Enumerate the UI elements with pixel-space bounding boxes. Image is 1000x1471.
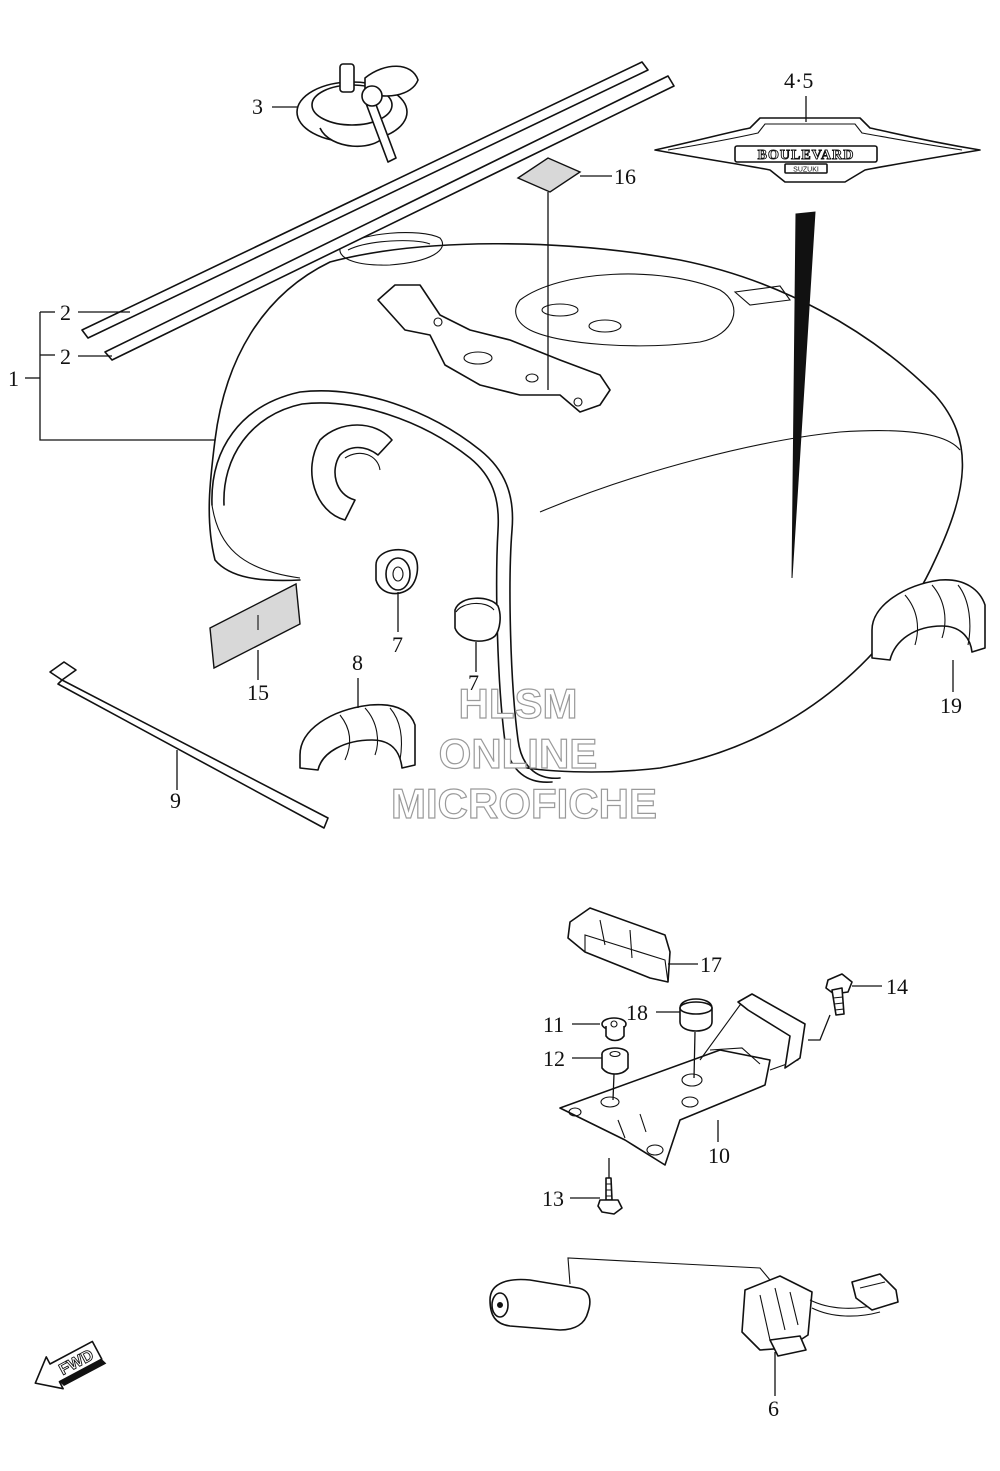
label-part-17: 17: [700, 952, 722, 977]
rubber-cushion-17[interactable]: [567, 907, 671, 983]
bolt-13[interactable]: [597, 1177, 623, 1215]
cable-tie[interactable]: [49, 661, 329, 829]
label-part-8: 8: [352, 650, 363, 675]
leader-lines: [25, 96, 954, 1396]
watermark-line-2: ONLINE: [439, 730, 598, 777]
label-part-15: 15: [247, 680, 269, 705]
label-part-19: 19: [940, 693, 962, 718]
tank-stripe-upper[interactable]: [81, 61, 649, 339]
forward-direction-indicator: FWD: [34, 1340, 107, 1390]
grommet-7b[interactable]: [454, 597, 501, 642]
part-labels: 1 2 2 3 4·5 16 7 7 15 8 9 19 17 14 18 11…: [8, 68, 962, 1421]
emblem-position-indicator: [791, 211, 816, 579]
label-part-11: 11: [543, 1012, 564, 1037]
emblem-maker-text: SUZUKI: [793, 167, 819, 174]
tank-cushion-8[interactable]: [299, 703, 416, 771]
grommet-7a[interactable]: [375, 548, 419, 595]
watermark: HLSM ONLINE MICROFICHE: [390, 679, 657, 827]
collar-11[interactable]: [601, 1017, 627, 1042]
tank-stripe-lower[interactable]: [104, 75, 675, 361]
label-part-2b: 2: [60, 344, 71, 369]
cushion-18[interactable]: [679, 998, 713, 1032]
label-part-6: 6: [768, 1396, 779, 1421]
watermark-line-3: MICROFICHE: [391, 780, 657, 827]
label-part-18: 18: [626, 1000, 648, 1025]
tank-top-bracket[interactable]: [377, 284, 611, 413]
watermark-line-1: HLSM: [459, 680, 578, 727]
emblem-brand-text: BOULEVARD: [758, 148, 855, 163]
tank-cushion-19[interactable]: [871, 579, 986, 661]
label-part-16: 16: [614, 164, 636, 189]
tank-side-rubber-trim[interactable]: [211, 390, 561, 783]
label-part-10: 10: [708, 1143, 730, 1168]
fuel-cap[interactable]: [296, 63, 419, 163]
fuel-level-gauge[interactable]: [489, 1257, 899, 1357]
label-15[interactable]: [209, 582, 301, 670]
bolt-14[interactable]: [825, 973, 853, 1016]
label-part-14: 14: [886, 974, 908, 999]
tank-mount-bracket-10[interactable]: [559, 993, 806, 1166]
label-part-12: 12: [543, 1046, 565, 1071]
label-part-7b: 7: [468, 670, 479, 695]
label-part-13: 13: [542, 1186, 564, 1211]
caution-label-16[interactable]: [516, 157, 582, 193]
grommet-12[interactable]: [601, 1047, 629, 1075]
boulevard-emblem[interactable]: BOULEVARD SUZUKI: [654, 117, 981, 183]
label-part-4-5: 4·5: [784, 68, 813, 93]
fuel-tank[interactable]: [208, 231, 964, 773]
label-part-9: 9: [170, 788, 181, 813]
label-part-1: 1: [8, 366, 19, 391]
label-part-2a: 2: [60, 300, 71, 325]
label-part-7a: 7: [392, 632, 403, 657]
label-part-3: 3: [252, 94, 263, 119]
